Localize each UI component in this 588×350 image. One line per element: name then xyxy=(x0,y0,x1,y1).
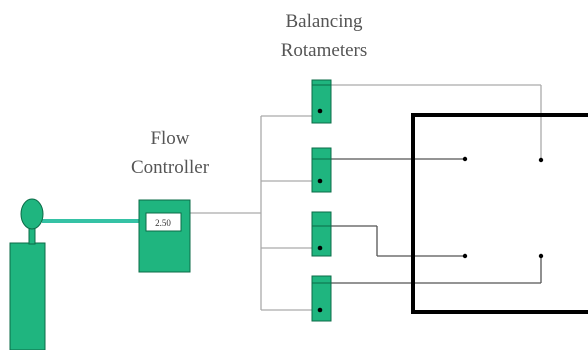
outlet-point xyxy=(462,253,468,259)
outlet-point xyxy=(538,253,544,259)
flow-controller-label-line1: Flow xyxy=(150,128,189,149)
balancing-rotameters-label-line2: Rotameters xyxy=(281,40,368,61)
flow-controller-reading: 2.50 xyxy=(155,218,171,228)
rotameter xyxy=(311,275,332,322)
balancing-rotameters-label-line1: Balancing xyxy=(285,11,363,32)
outlet-point xyxy=(462,156,468,162)
cylinder-valve-neck xyxy=(28,227,36,245)
cylinder-regulator xyxy=(20,198,44,230)
gas-cylinder xyxy=(9,242,46,350)
outlet-lines xyxy=(331,158,542,284)
rotameter xyxy=(311,211,332,257)
flow-controller-display xyxy=(145,212,182,232)
rotameter xyxy=(311,79,332,124)
flow-controller xyxy=(138,199,191,273)
outlet-point xyxy=(538,157,544,163)
distribution-manifold xyxy=(190,84,542,311)
flow-controller-label-line2: Controller xyxy=(131,157,210,178)
rotameter xyxy=(311,147,332,193)
test-chamber xyxy=(411,113,588,314)
